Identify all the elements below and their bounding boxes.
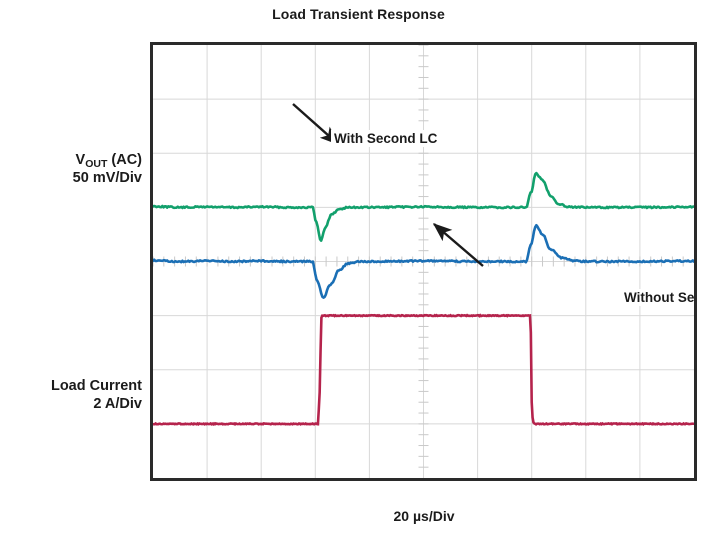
iload-label-line2: 2 A/Div <box>93 395 142 412</box>
oscilloscope-screen: With Second LC Without Second LC <box>150 42 697 481</box>
arrow-with-second-lc <box>292 103 340 145</box>
vout-axis-caption: VOUT (AC) 50 mV/Div <box>0 152 142 187</box>
iload-label-line1: Load Current <box>50 378 142 394</box>
vout-subscript: OUT <box>85 158 108 170</box>
annotation-without-second-lc: Without Second LC <box>621 289 694 306</box>
scope-plot-area: With Second LC Without Second LC <box>153 45 694 478</box>
trace-layer <box>153 171 694 427</box>
trace-with-second-lc <box>153 171 694 242</box>
axis-tick-marks <box>153 45 684 468</box>
x-axis-label: 20 µs/Div <box>393 508 455 524</box>
load-current-axis-caption: Load Current 2 A/Div <box>0 378 142 413</box>
trace-load-current <box>153 313 694 427</box>
page-title: Load Transient Response <box>272 6 445 22</box>
vout-label-line1: VOUT (AC) <box>75 152 142 170</box>
annotation-with-second-lc: With Second LC <box>331 130 441 147</box>
trace-without-second-lc <box>153 223 694 299</box>
vout-label-line2: 50 mV/Div <box>72 169 142 186</box>
annotation-layer <box>292 103 484 267</box>
arrow-without-second-lc <box>432 223 484 267</box>
